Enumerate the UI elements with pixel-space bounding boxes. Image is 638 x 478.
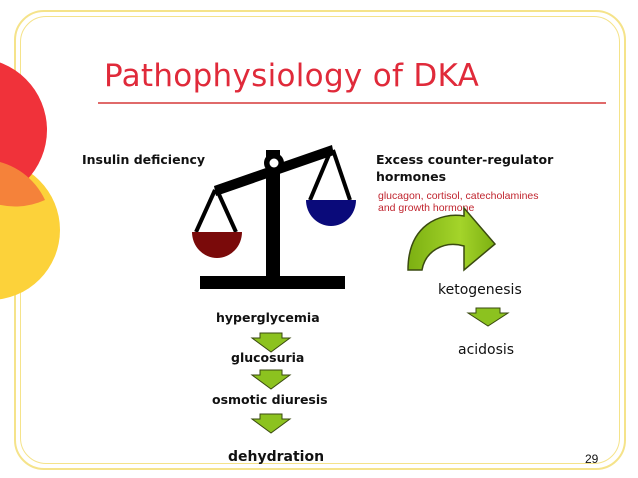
hyperglycemia-label: hyperglycemia [216, 310, 320, 325]
right-string-1 [308, 149, 333, 201]
left-string-2 [215, 189, 238, 233]
hormones-list-line2: and growth hormone [378, 202, 475, 214]
scale-post [266, 150, 280, 278]
acidosis-label: acidosis [458, 342, 515, 358]
hormones-list-line1: glucagon, cortisol, catecholamines [378, 190, 539, 202]
curved-arrow-shape [407, 205, 497, 272]
down-arrow-ketogenesis [466, 307, 510, 327]
dehydration-label: dehydration [228, 449, 325, 465]
insulin-deficiency-label: Insulin deficiency [82, 152, 206, 167]
counter-regulator-label-line1: Excess counter-regulator [376, 152, 554, 167]
scale-base [200, 276, 345, 289]
scale-pivot-inner [269, 158, 279, 168]
decorative-circles [0, 62, 60, 300]
down-arrow-hyperglycemia [250, 332, 292, 353]
orange-overlap [0, 162, 45, 207]
down-arrow-glucosuria [250, 369, 292, 390]
page-number: 29 [585, 452, 599, 466]
slide-title: Pathophysiology of DKA [104, 58, 480, 94]
left-string-1 [194, 189, 217, 233]
down-arrow-osmotic-diuresis [250, 413, 292, 434]
counter-regulator-label-line2: hormones [376, 169, 447, 184]
red-circle [0, 62, 47, 198]
glucosuria-label: glucosuria [231, 350, 305, 365]
right-pan [306, 200, 356, 226]
ketogenesis-label: ketogenesis [438, 282, 522, 298]
left-pan [192, 232, 242, 258]
right-string-2 [331, 149, 352, 201]
osmotic-diuresis-label: osmotic diuresis [212, 392, 328, 407]
title-underline [98, 102, 606, 104]
